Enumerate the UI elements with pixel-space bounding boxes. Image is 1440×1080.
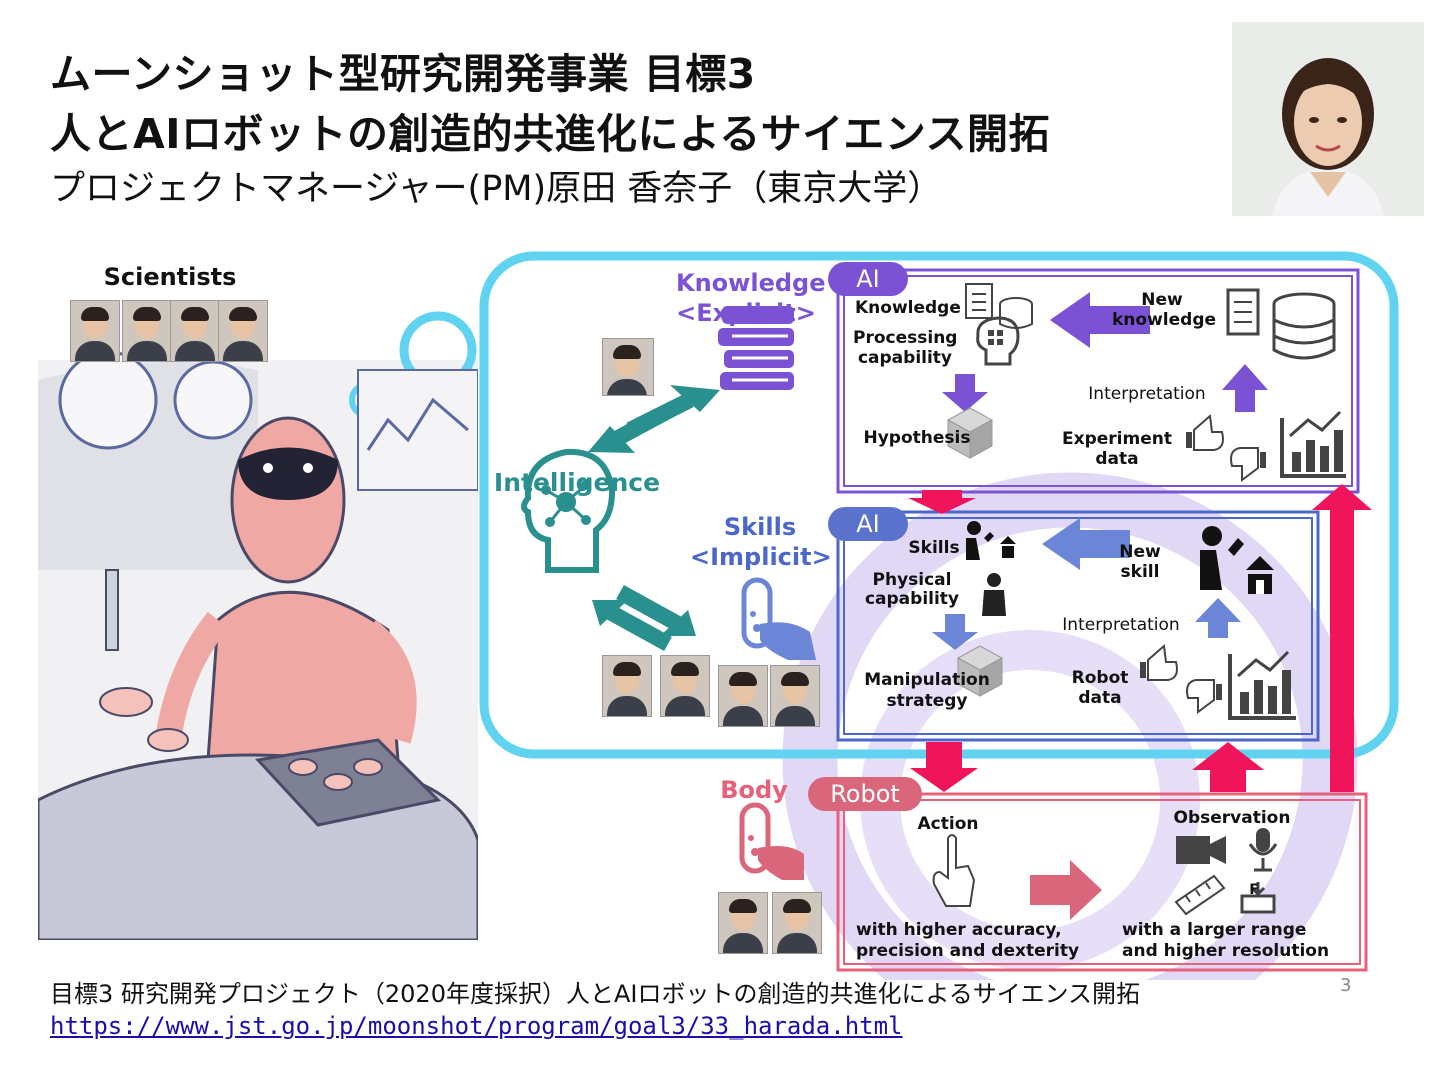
kb-hypothesis: Hypothesis [863, 428, 971, 448]
rb-observation-desc-line2: and higher resolution [1122, 941, 1330, 961]
researcher-photo-body-1 [718, 892, 768, 954]
researcher-photo-intelligence [602, 338, 654, 396]
sb-skills-label: Skills [908, 538, 960, 558]
scientist-photo-4 [218, 300, 268, 362]
robot-lab-illustration [38, 311, 478, 940]
implicit-heading: <Implicit> [690, 543, 832, 571]
force-glyph: F [1249, 882, 1259, 898]
explicit-heading: <Explicit> [676, 299, 816, 327]
rb-observation-desc-line1: with a larger range [1122, 920, 1307, 940]
scientist-photo-3 [170, 300, 220, 362]
scientists-label: Scientists [103, 263, 237, 291]
ai-badge-knowledge: AI [828, 262, 908, 296]
rb-action: Action [917, 814, 979, 834]
sb-manipulation-line2: strategy [886, 691, 968, 711]
kb-knowledge-label: Knowledge [855, 298, 961, 318]
sb-manipulation-line1: Manipulation [864, 670, 990, 690]
kb-experiment-line1: Experiment [1062, 429, 1172, 449]
subtitle-pm: プロジェクトマネージャー(PM)原田 香奈子（東京大学） [50, 169, 943, 209]
rb-action-desc-line1: with higher accuracy, [856, 920, 1062, 940]
sb-robot-data-line2: data [1078, 688, 1122, 708]
kb-processing-line1: Processing [853, 328, 958, 348]
sb-physical-line1: Physical [872, 570, 952, 590]
title-line-1: ムーンショット型研究開発事業 目標3 [50, 50, 756, 98]
kb-new-knowledge-line2: knowledge [1112, 310, 1217, 330]
pm-portrait [1232, 22, 1424, 216]
sb-physical-line2: capability [864, 589, 960, 609]
page-number: 3 [1340, 975, 1352, 996]
robot-badge: Robot [808, 777, 922, 811]
researcher-photo-body-2 [772, 892, 822, 954]
sb-interpretation: Interpretation [1062, 615, 1180, 635]
rb-action-desc-line2: precision and dexterity [856, 941, 1080, 961]
sb-new-skill-line1: New [1119, 542, 1161, 562]
researcher-photo-skills-3 [718, 665, 768, 727]
researcher-photo-skills-2 [660, 655, 710, 717]
title-line-2: 人とAIロボットの創造的共進化によるサイエンス開拓 [50, 110, 1051, 158]
body-heading: Body [720, 776, 788, 804]
scientist-photo-1 [70, 300, 120, 362]
kb-new-knowledge-line1: New [1141, 290, 1183, 310]
rb-observation: Observation [1173, 808, 1291, 828]
footer-project-text: 目標3 研究開発プロジェクト（2020年度採択）人とAIロボットの創造的共進化に… [50, 980, 1141, 1008]
ai-badge-skills: AI [828, 507, 908, 541]
sb-robot-data-line1: Robot [1071, 668, 1129, 688]
footer-project-link[interactable]: https://www.jst.go.jp/moonshot/program/g… [50, 1012, 903, 1040]
kb-interpretation: Interpretation [1088, 384, 1206, 404]
kb-processing-line2: capability [857, 348, 953, 368]
kb-experiment-line2: data [1095, 449, 1139, 469]
knowledge-heading: Knowledge [676, 269, 826, 297]
skills-heading: Skills [723, 513, 797, 541]
researcher-photo-skills-1 [602, 655, 652, 717]
sb-new-skill-line2: skill [1120, 562, 1160, 582]
scientist-photo-2 [122, 300, 172, 362]
researcher-photo-skills-4 [770, 665, 820, 727]
intelligence-heading: Intelligence [493, 468, 661, 497]
